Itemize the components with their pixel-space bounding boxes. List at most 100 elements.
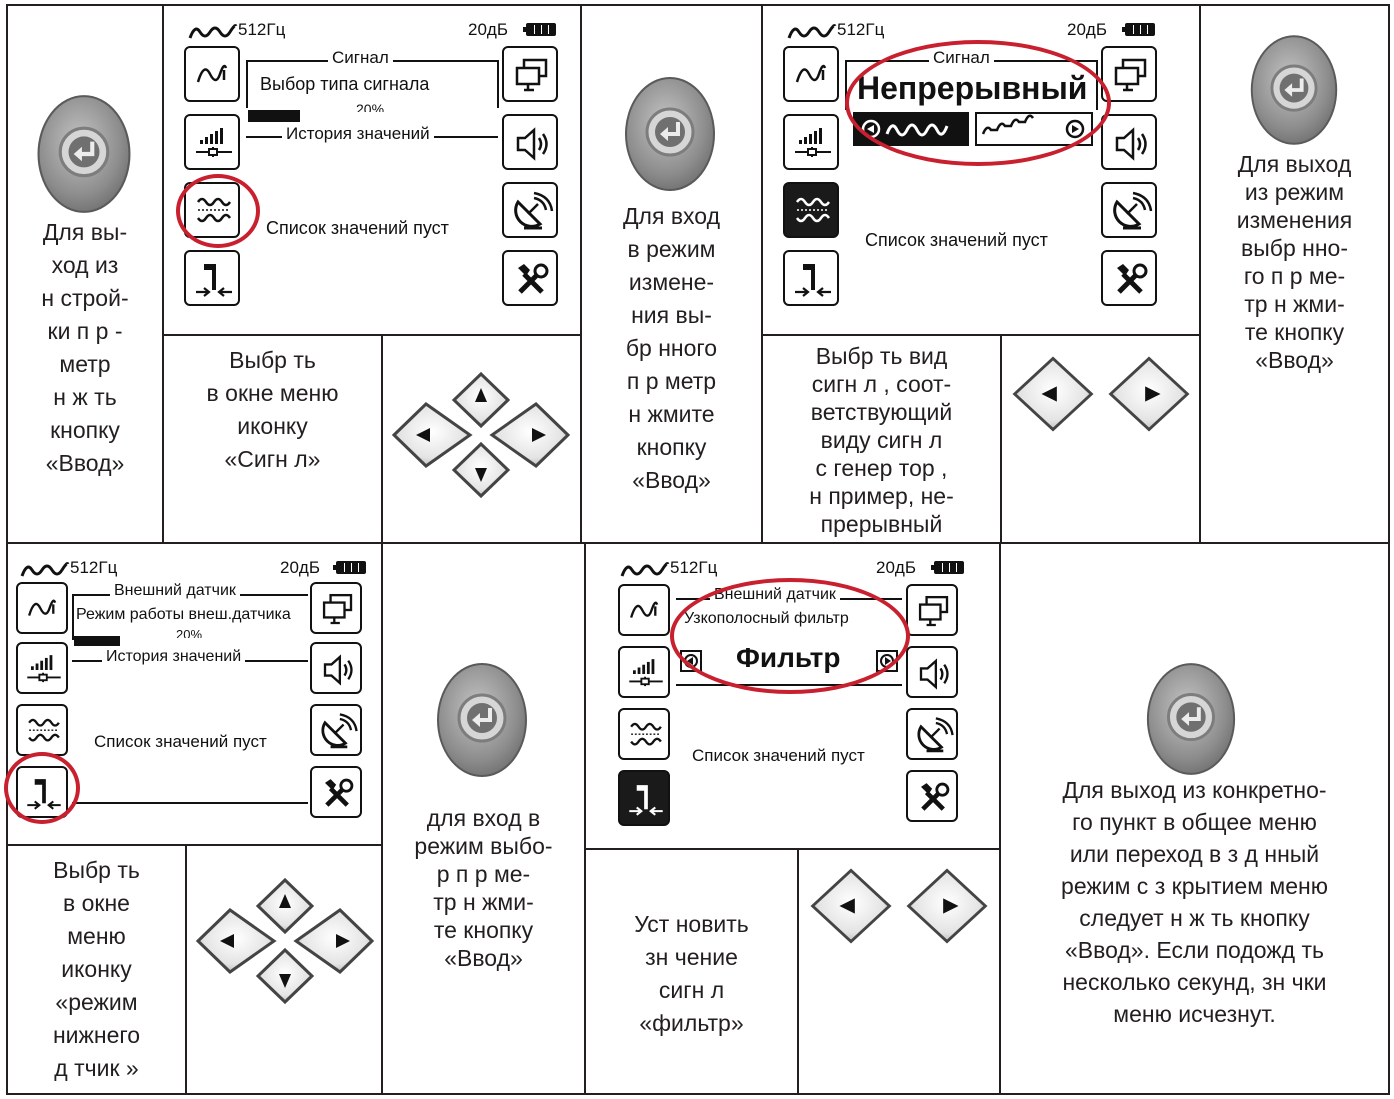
- history-button[interactable]: [783, 114, 839, 170]
- device-screen-filter: 512Гц 20дБ Внешний датчик Узкополосный ф…: [614, 556, 970, 840]
- highlight-ring: [670, 578, 910, 694]
- battery-icon: [1125, 23, 1155, 36]
- satellite-icon: [1103, 184, 1159, 240]
- satellite-button[interactable]: [906, 708, 958, 760]
- frequency-readout: 512Гц: [70, 558, 117, 578]
- history-button[interactable]: [184, 114, 240, 170]
- tools-icon: [504, 252, 560, 308]
- sensor-mode-button[interactable]: [618, 770, 670, 826]
- settings-button[interactable]: [906, 770, 958, 822]
- signal-icon: [186, 48, 242, 104]
- satellite-button[interactable]: [502, 182, 558, 238]
- display-button[interactable]: [310, 582, 362, 634]
- device-screen-signal: 512Гц 20дБ Сигнал Выбор типа сигнала 20%…: [182, 18, 568, 318]
- tools-icon: [1103, 252, 1159, 308]
- sensor-mode-icon: [186, 252, 242, 308]
- speaker-icon: [504, 116, 560, 172]
- sound-button[interactable]: [1101, 114, 1157, 170]
- speaker-icon: [312, 644, 364, 696]
- waveform-icon: [787, 22, 837, 42]
- step-text-set-filter: Уст новить зн чение сигн л «фильтр»: [588, 908, 795, 1040]
- signal-button[interactable]: [618, 584, 670, 636]
- tools-icon: [312, 768, 364, 820]
- frame-line: [72, 802, 308, 804]
- device-screen-continuous: 512Гц 20дБ Сигнал Непрерывный Список зна…: [781, 18, 1173, 318]
- frequency-readout: 512Гц: [670, 558, 717, 578]
- step-text-choose-sensor: Выбр ть в окне меню иконку «режим нижнег…: [10, 854, 183, 1085]
- history-icon: [18, 644, 70, 696]
- frame-line: [497, 60, 499, 108]
- sound-button[interactable]: [502, 114, 558, 170]
- history-icon: [785, 116, 841, 172]
- waveform-icon: [188, 22, 238, 42]
- history-button[interactable]: [16, 642, 68, 694]
- ext-sensor-title: Внешний датчик: [110, 582, 240, 600]
- satellite-button[interactable]: [1101, 182, 1157, 238]
- signal-icon: [18, 584, 70, 636]
- history-button[interactable]: [618, 646, 670, 698]
- left-right-arrows-icon[interactable]: [1005, 350, 1197, 438]
- sound-button[interactable]: [310, 642, 362, 694]
- satellite-button[interactable]: [310, 704, 362, 756]
- display-icon: [312, 584, 364, 636]
- history-icon: [620, 648, 672, 700]
- frequency-readout: 512Гц: [238, 20, 285, 40]
- sensor-mode-button[interactable]: [783, 250, 839, 306]
- highlight-ring: [845, 40, 1111, 166]
- sound-button[interactable]: [906, 646, 958, 698]
- step-text-exit-edit: Для выход из режим изменения выбр нно- г…: [1203, 150, 1386, 374]
- history-title: История значений: [102, 648, 245, 666]
- display-button[interactable]: [906, 584, 958, 636]
- display-icon: [504, 48, 560, 104]
- four-way-dpad-icon[interactable]: [386, 370, 576, 500]
- sensor-mode-icon: [785, 252, 841, 308]
- battery-icon: [526, 23, 556, 36]
- signal-button[interactable]: [184, 46, 240, 102]
- waveform-icon: [620, 560, 670, 580]
- enter-button-icon[interactable]: [1142, 660, 1240, 778]
- step-text-enter-select: для вход в режим выбо- р п р ме- тр н жм…: [385, 804, 582, 972]
- enter-button-icon[interactable]: [432, 660, 532, 780]
- history-title: История значений: [282, 124, 434, 144]
- progress-text: 20%: [356, 104, 384, 112]
- waveform-button[interactable]: [16, 704, 68, 756]
- settings-button[interactable]: [1101, 250, 1157, 306]
- signal-title: Сигнал: [328, 48, 393, 68]
- battery-icon: [934, 561, 964, 574]
- ext-mode-title: Режим работы внеш.датчика: [76, 606, 306, 624]
- enter-button-icon[interactable]: [620, 74, 720, 194]
- waveform-button[interactable]: [783, 182, 839, 238]
- waveform-button[interactable]: [618, 708, 670, 760]
- highlight-ring: [4, 752, 80, 824]
- enter-button-icon[interactable]: [32, 92, 136, 216]
- enter-button-icon[interactable]: [1246, 32, 1342, 148]
- display-icon: [1103, 48, 1159, 104]
- frequency-readout: 512Гц: [837, 20, 884, 40]
- signal-icon: [620, 586, 672, 638]
- left-right-arrows-icon[interactable]: [803, 862, 995, 950]
- step-text-choose-signal: Выбр ть в окне меню иконку «Сигн л»: [166, 344, 379, 476]
- waveform-icon: [20, 560, 70, 580]
- signal-select-title: Выбор типа сигнала: [260, 74, 429, 95]
- satellite-icon: [504, 184, 560, 240]
- step-text-choose-type: Выбр ть вид сигн л , соот- ветствующий в…: [765, 342, 998, 538]
- step-text-exit-item: Для выход из конкретно- го пункт в общее…: [1003, 774, 1386, 1030]
- display-icon: [908, 586, 960, 638]
- sensor-mode-icon: [620, 772, 672, 828]
- tools-icon: [908, 772, 960, 824]
- settings-button[interactable]: [502, 250, 558, 306]
- signal-button[interactable]: [16, 582, 68, 634]
- satellite-icon: [908, 710, 960, 762]
- display-button[interactable]: [502, 46, 558, 102]
- settings-button[interactable]: [310, 766, 362, 818]
- frame-line: [246, 60, 248, 108]
- values-empty-text: Список значений пуст: [865, 230, 1048, 251]
- values-empty-text: Список значений пуст: [692, 746, 865, 766]
- highlight-ring: [176, 174, 260, 248]
- step-text-exit-settings: Для вы- ход из н строй- ки п р - метр н …: [10, 216, 160, 480]
- waveform-icon: [620, 710, 672, 762]
- waveform-icon: [785, 184, 841, 240]
- signal-button[interactable]: [783, 46, 839, 102]
- sensor-mode-button[interactable]: [184, 250, 240, 306]
- four-way-dpad-icon[interactable]: [190, 876, 380, 1006]
